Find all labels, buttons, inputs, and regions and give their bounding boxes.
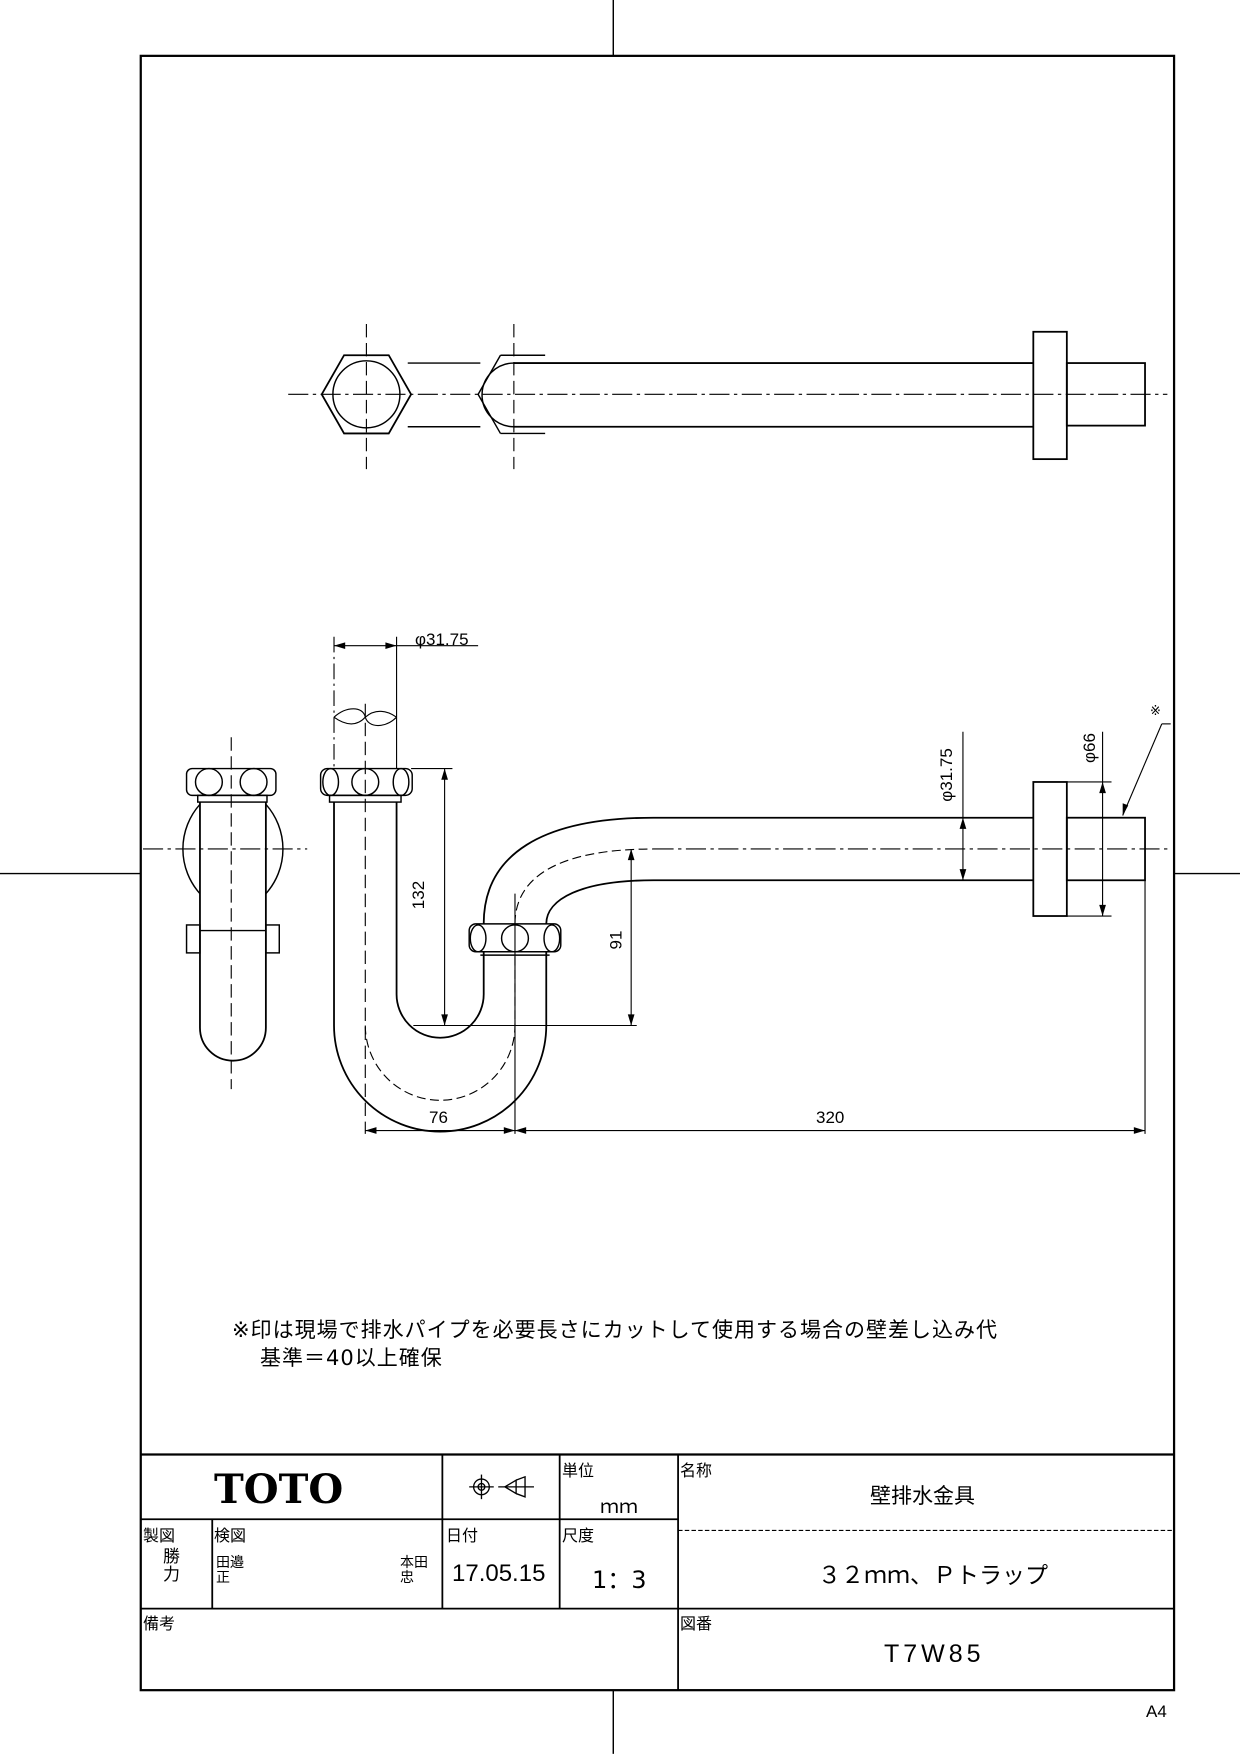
date-value: 17.05.15 [452,1560,546,1587]
drawing-number-label: 図番 [680,1614,713,1633]
checked-by-1: 田邉正 [216,1555,244,1586]
product-spec: ３２ｍｍ、Ｐトラップ [818,1563,1048,1589]
drawing-frame [139,54,1176,1692]
dim-flange-diameter: φ66 [1079,733,1099,763]
front-view [319,636,1168,1134]
date-label: 日付 [446,1526,479,1545]
top-view [288,323,1168,470]
dim-height-132: 132 [409,880,429,910]
remarks-label: 備考 [143,1614,176,1633]
dim-pipe-diameter-right: φ31.75 [936,748,956,802]
note-line-2: 基準＝40以上確保 [260,1346,443,1370]
dim-pipe-diameter-top: φ31.75 [415,630,469,649]
dim-height-91: 91 [606,930,626,950]
scale-label: 尺度 [562,1526,595,1545]
checked-label: 検図 [214,1526,247,1545]
unit-label: 単位 [562,1461,595,1480]
dimension-lines [334,645,1171,1132]
drawn-by: 勝力 [163,1547,180,1585]
dim-length-320: 320 [816,1108,845,1127]
drawn-label: 製図 [143,1526,176,1545]
title-block-grid [140,1453,1175,1691]
dimension-arrows [334,642,1146,1134]
third-angle-projection-icon [469,1474,534,1500]
note-line-1: ※印は現場で排水パイプを必要長さにカットして使用する場合の壁差し込み代 [232,1318,998,1342]
checked-by-2: 本田忠 [400,1555,428,1586]
side-view [142,737,308,1090]
name-label: 名称 [680,1461,713,1480]
drawing-number: T7W85 [884,1640,985,1668]
paper-size: A4 [1146,1702,1167,1721]
scale-value: 1：3 [592,1566,647,1594]
dim-width-76: 76 [429,1108,448,1127]
product-name: 壁排水金具 [870,1484,975,1508]
unit-value: ｍｍ [600,1496,639,1518]
cut-mark-symbol: ※ [1150,704,1161,719]
toto-logo: TOTO [214,1466,344,1513]
